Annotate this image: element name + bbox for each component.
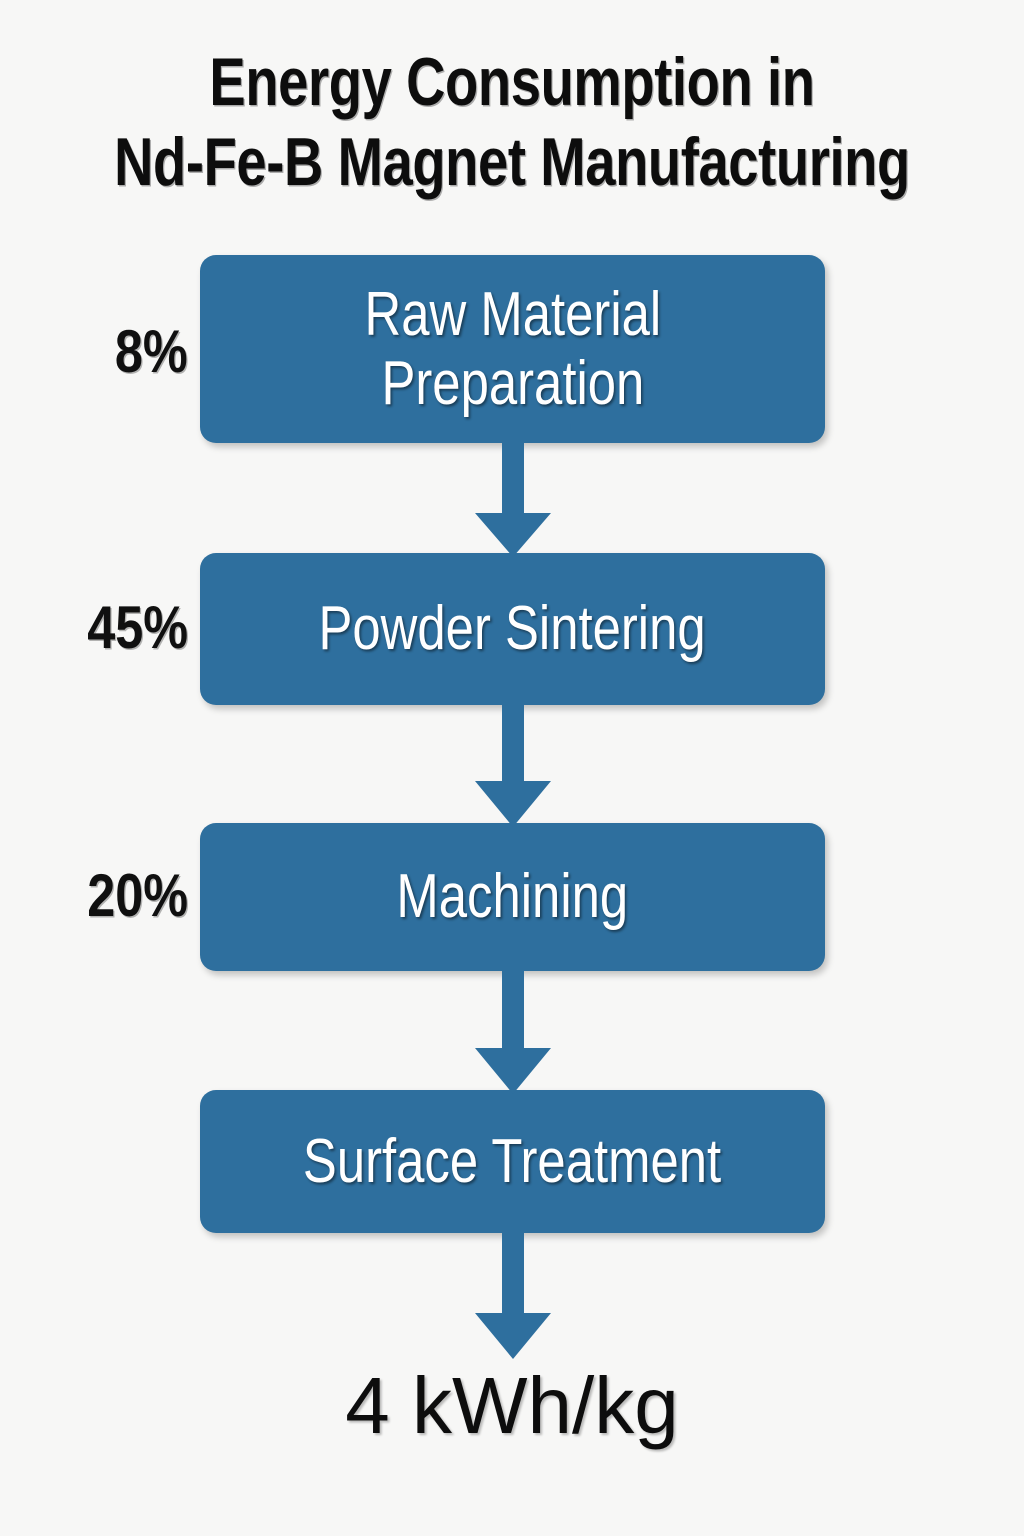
- flow-arrow-down-icon: [458, 441, 568, 557]
- total-energy-value: 4 kWh/kg: [345, 1361, 679, 1450]
- process-step-powder-sintering[interactable]: Powder Sintering: [200, 553, 825, 705]
- process-step-label: Surface Treatment: [303, 1126, 722, 1196]
- diagram-title: Energy Consumption in Nd-Fe-B Magnet Man…: [0, 48, 1024, 196]
- step-percent-value: 8%: [115, 318, 188, 385]
- process-step-machining[interactable]: Machining: [200, 823, 825, 971]
- title-line-1: Energy Consumption in: [209, 44, 815, 120]
- title-line-2: Nd-Fe-B Magnet Manufacturing: [114, 124, 910, 200]
- process-step-label: Raw Material Preparation: [364, 279, 661, 418]
- step-percent-value: 20%: [87, 862, 188, 929]
- step-percent-value: 45%: [87, 594, 188, 661]
- process-step-label: Machining: [396, 862, 629, 932]
- flow-arrow-down-icon: [458, 969, 568, 1094]
- step-percent-powder-sintering: 45%: [0, 598, 188, 658]
- process-step-raw-material-preparation[interactable]: Raw Material Preparation: [200, 255, 825, 443]
- total-energy-output: 4 kWh/kg: [0, 1366, 1024, 1446]
- step-percent-raw-material-preparation: 8%: [0, 322, 188, 382]
- flow-arrow-down-icon: [458, 1231, 568, 1359]
- flow-arrow-down-icon: [458, 703, 568, 827]
- process-step-surface-treatment[interactable]: Surface Treatment: [200, 1090, 825, 1233]
- process-step-label: Powder Sintering: [318, 594, 707, 664]
- step-percent-machining: 20%: [0, 866, 188, 926]
